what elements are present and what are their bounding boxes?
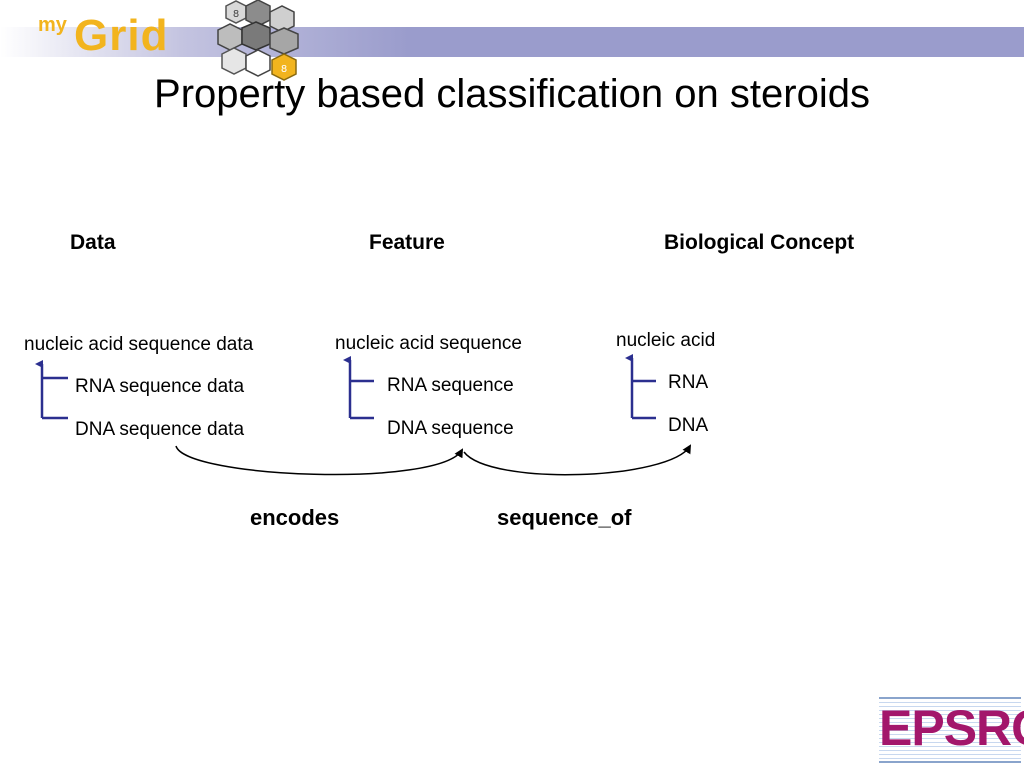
mygrid-hexagon-logo: 8 8 — [217, 0, 299, 81]
epsrc-logo-text: EPSRC — [879, 700, 1024, 756]
hex-cell — [269, 27, 299, 55]
hex-cell — [245, 49, 271, 77]
data-child-rna: RNA sequence data — [75, 376, 245, 397]
relation-sequence-of: sequence_of — [497, 505, 632, 530]
logo-grid-text: Grid — [74, 11, 169, 60]
concept-child-rna: RNA — [668, 372, 709, 393]
svg-text:8: 8 — [233, 9, 239, 20]
page-title: Property based classification on steroid… — [154, 72, 870, 116]
feature-tree — [343, 356, 374, 420]
data-parent-node: nucleic acid sequence data — [24, 334, 254, 355]
relation-encodes: encodes — [250, 505, 340, 530]
concept-tree — [625, 354, 656, 420]
concept-heading: Biological Concept — [664, 231, 855, 254]
logo-my-text: my — [38, 14, 67, 36]
feature-heading: Feature — [369, 231, 445, 254]
svg-text:8: 8 — [281, 64, 287, 75]
concept-parent-node: nucleic acid — [616, 330, 716, 351]
hex-cell — [269, 5, 295, 33]
data-child-dna: DNA sequence data — [75, 419, 245, 440]
feature-parent-node: nucleic acid sequence — [335, 333, 522, 354]
data-heading: Data — [70, 231, 116, 254]
feature-child-rna: RNA sequence — [387, 375, 514, 396]
data-tree — [35, 360, 68, 420]
epsrc-logo: EPSRC — [879, 697, 1024, 763]
feature-child-dna: DNA sequence — [387, 418, 514, 439]
sequence-of-arrow — [463, 444, 692, 476]
header-band — [0, 27, 1024, 57]
hex-cell — [271, 53, 297, 81]
encodes-arrow — [175, 445, 464, 476]
concept-child-dna: DNA — [668, 415, 709, 436]
